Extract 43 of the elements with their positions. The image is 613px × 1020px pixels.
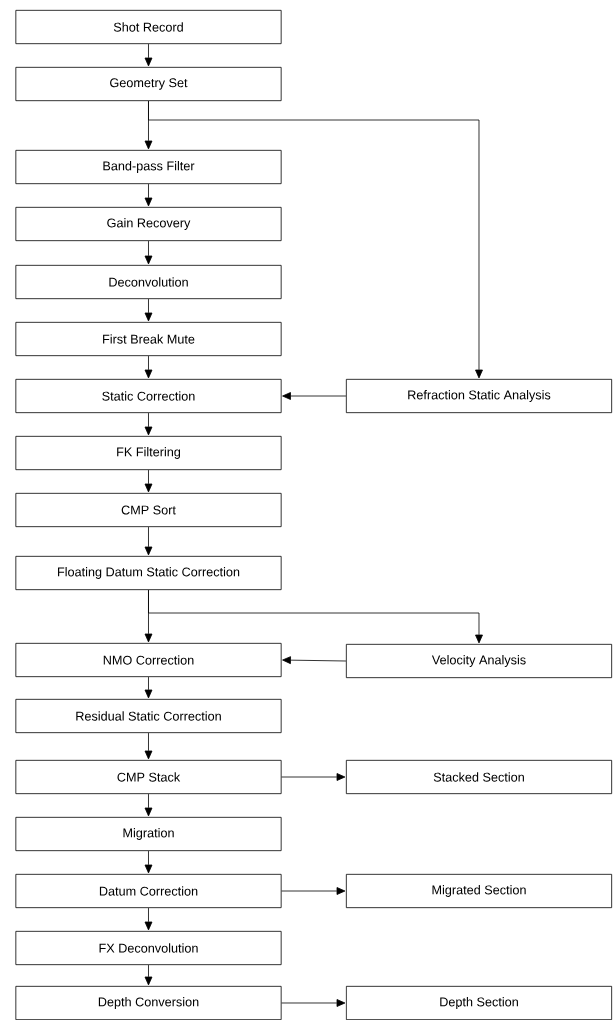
arrow (144, 43, 153, 67)
arrow (144, 732, 153, 760)
arrow (144, 355, 153, 379)
arrow (144, 793, 153, 817)
process-box: Datum Correction (15, 873, 282, 909)
process-box: NMO Correction (15, 642, 282, 678)
process-box: Floating Datum Static Correction (15, 555, 282, 591)
process-box: Deconvolution (15, 264, 282, 300)
process-box: Static Correction (15, 378, 282, 414)
arrow (144, 298, 153, 322)
arrow (144, 412, 153, 436)
process-box: Shot Record (15, 9, 282, 45)
process-box: Geometry Set (15, 66, 282, 102)
arrow (144, 850, 153, 874)
arrow (282, 392, 347, 400)
process-box: Stacked Section (345, 759, 613, 795)
arrow (144, 240, 153, 265)
arrow (144, 964, 153, 986)
process-box: Migrated Section (345, 873, 613, 909)
process-box: Velocity Analysis (345, 643, 613, 679)
process-box: CMP Stack (15, 759, 282, 795)
arrow (144, 907, 153, 931)
process-box: Depth Conversion (15, 985, 282, 1020)
arrow (144, 676, 153, 699)
arrow (281, 773, 346, 781)
process-box: FX Deconvolution (15, 930, 282, 966)
process-box: First Break Mute (15, 321, 282, 357)
process-box: Depth Section (345, 985, 613, 1020)
arrow (282, 656, 347, 665)
process-box: Band-pass Filter (15, 149, 282, 185)
arrow (148, 100, 483, 379)
process-box: Migration (15, 816, 282, 852)
process-box: CMP Sort (15, 492, 282, 528)
arrow (148, 589, 483, 644)
process-box: Gain Recovery (15, 206, 282, 242)
process-box: FK Filtering (15, 435, 282, 471)
arrow (144, 183, 153, 207)
arrow (144, 526, 153, 556)
arrow (144, 469, 153, 493)
arrow (281, 887, 346, 895)
process-box: Residual Static Correction (15, 698, 282, 734)
arrow (281, 999, 346, 1007)
process-box: Refraction Static Analysis (345, 378, 613, 414)
